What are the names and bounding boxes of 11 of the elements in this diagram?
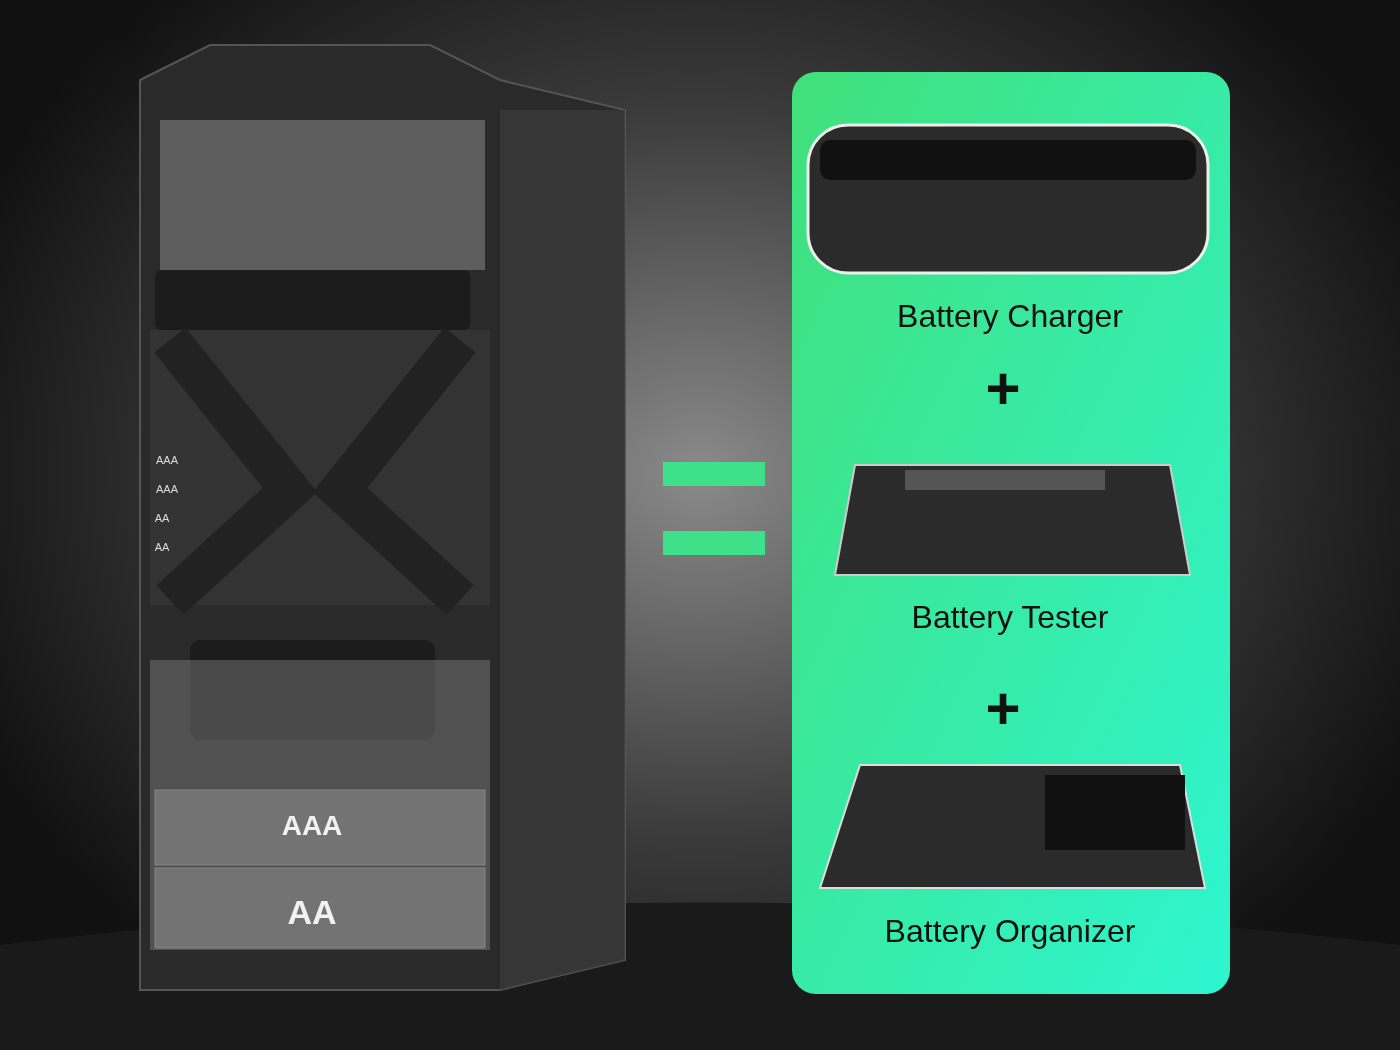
plus-sign: + (985, 353, 1021, 423)
label-text: AA (154, 541, 170, 553)
product-caption: Battery Tester (911, 598, 1109, 636)
drawer-label: AA (287, 892, 337, 932)
product-caption: Battery Organizer (884, 912, 1136, 950)
product-caption: Battery Charger (897, 297, 1123, 335)
drawer-label: AAA (281, 810, 343, 842)
plus-sign: + (985, 673, 1021, 743)
label-text: AAA (156, 483, 178, 495)
label-text: AAA (156, 454, 178, 466)
label-text: AA (154, 512, 170, 524)
